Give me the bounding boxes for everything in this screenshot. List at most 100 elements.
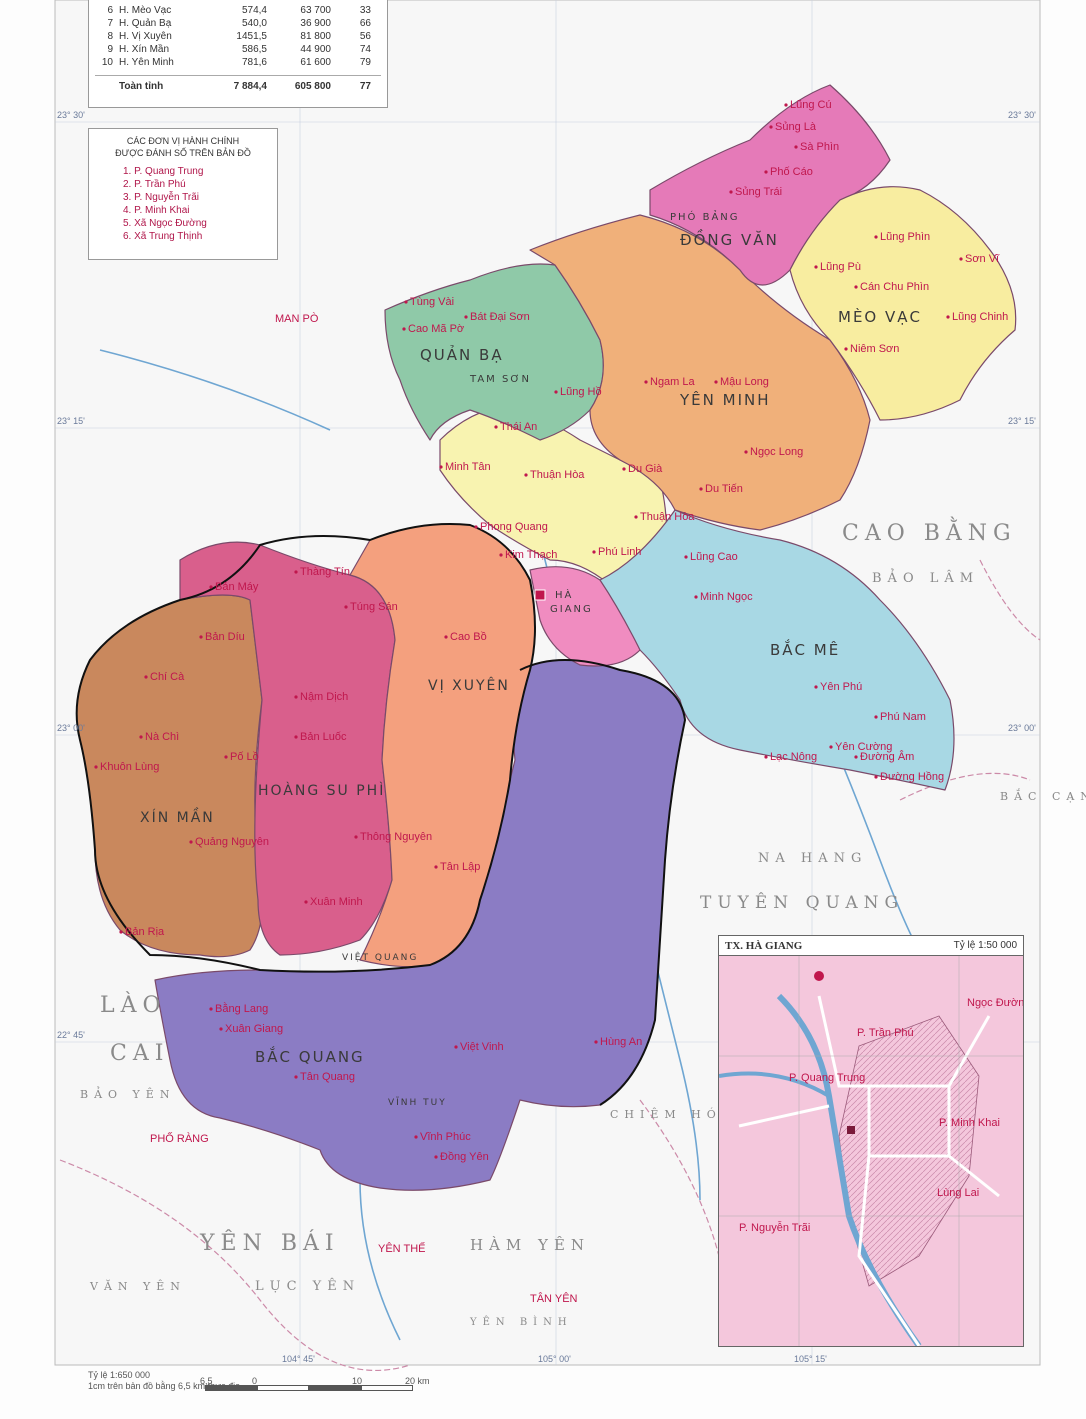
inset-label-ngoc-duong: Ngọc Đường (967, 997, 1023, 1009)
commune-marker (402, 327, 406, 331)
commune-label: Bản Díu (205, 631, 245, 643)
district-bac-me[interactable] (599, 509, 955, 791)
commune-marker (294, 695, 298, 699)
district-quan-ba[interactable] (384, 263, 604, 441)
inset-label-quang-trung: P. Quang Trung (789, 1072, 865, 1084)
commune-marker (554, 390, 558, 394)
label-bac-me: BẮC MÊ (770, 638, 840, 659)
commune-label: Tân Lập (440, 861, 480, 873)
commune-marker (622, 467, 626, 471)
district-dong-van[interactable] (649, 84, 891, 286)
label-meo-vac: MÈO VẠC (838, 307, 922, 326)
label-van-yen: VĂN YÊN (89, 1279, 186, 1293)
commune-marker (874, 235, 878, 239)
commune-label: Sủng Là (775, 121, 817, 133)
svg-text:23° 00': 23° 00' (1008, 723, 1036, 733)
inset-label-minh-khai: P. Minh Khai (939, 1117, 1000, 1129)
commune-label: Hùng An (600, 1036, 642, 1048)
legend-item: 6. Xã Trung Thịnh (123, 231, 203, 242)
label-pho-rang: PHỐ RÀNG (150, 1131, 209, 1145)
commune-marker (119, 930, 123, 934)
svg-text:105° 00': 105° 00' (538, 1354, 571, 1364)
svg-text:23° 15': 23° 15' (57, 416, 85, 426)
label-cai: CAI (110, 1041, 169, 1066)
neighbor-borders (59, 559, 1041, 1372)
commune-marker (199, 635, 203, 639)
commune-marker (769, 125, 773, 129)
commune-marker (784, 103, 788, 107)
scale-tick: 0 (252, 1376, 258, 1386)
commune-marker (474, 525, 478, 529)
commune-label: Cao Mã Pờ (408, 323, 464, 335)
label-luc-yen: LỤC YÊN (255, 1278, 360, 1294)
commune-label: Lũng Hồ (560, 386, 602, 398)
label-tan-yen: TÂN YÊN (530, 1292, 578, 1305)
commune-marker (854, 755, 858, 759)
provincial-capital-marker (534, 589, 546, 601)
label-yen-bai: YÊN BÁI (199, 1229, 340, 1256)
commune-label: Lũng Cú (790, 99, 832, 111)
commune-label: Nậm Dịch (300, 691, 348, 703)
commune-marker (434, 865, 438, 869)
label-yen-binh: YÊN BÌNH (469, 1316, 573, 1328)
commune-marker (499, 553, 503, 557)
label-bao-lam: BẢO LÂM (872, 568, 979, 586)
commune-marker (209, 585, 213, 589)
commune-label: Việt Vinh (460, 1041, 504, 1053)
commune-marker (404, 300, 408, 304)
commune-marker (684, 555, 688, 559)
commune-marker (464, 315, 468, 319)
commune-marker (699, 487, 703, 491)
commune-marker (794, 145, 798, 149)
label-bac-can: BẮC CẠN (1000, 788, 1086, 803)
label-yen-minh: YÊN MINH (679, 390, 771, 409)
commune-label: Bằng Lang (215, 1002, 268, 1015)
commune-marker (524, 473, 528, 477)
district-meo-vac[interactable] (789, 186, 1017, 421)
commune-marker (294, 1075, 298, 1079)
commune-label: Xuân Minh (310, 896, 363, 908)
label-pho-bang: PHÓ BẢNG (670, 209, 740, 223)
commune-marker (844, 347, 848, 351)
commune-label: Pố Lồ (230, 751, 259, 763)
label-hoang-su-phi: HOÀNG SU PHÌ (258, 782, 385, 799)
inset-scale: Tỷ lệ 1:50 000 (953, 940, 1017, 951)
label-bao-yen: BẢO YÊN (80, 1086, 175, 1101)
commune-marker (209, 1007, 213, 1011)
commune-marker (714, 380, 718, 384)
commune-label: Bát Đại Sơn (470, 311, 530, 323)
svg-text:22° 45': 22° 45' (57, 1030, 85, 1040)
commune-marker (744, 450, 748, 454)
commune-label: Sà Phìn (800, 141, 839, 153)
commune-label: Kim Thạch (505, 549, 557, 561)
inset-label-nguyen-trai: P. Nguyễn Trãi (739, 1221, 810, 1234)
commune-label: Thông Nguyên (360, 831, 432, 843)
district-polygons (76, 84, 1017, 1191)
scale-tick: 10 (352, 1376, 363, 1386)
commune-marker (444, 635, 448, 639)
commune-marker (94, 765, 98, 769)
commune-label: Phú Nam (880, 711, 926, 723)
commune-marker (764, 755, 768, 759)
commune-label: Sủng Trái (735, 186, 782, 198)
commune-marker (634, 515, 638, 519)
commune-label: Bản Rịa (125, 926, 165, 938)
commune-label: Cán Chu Phìn (860, 281, 929, 293)
commune-label: Mậu Long (720, 376, 769, 388)
label-man-po: MAN PÒ (275, 312, 319, 325)
commune-label: Thái An (500, 421, 537, 433)
label-xin-man: XÍN MẦN (140, 807, 215, 826)
commune-marker (189, 840, 193, 844)
commune-label: Thuận Hòa (530, 469, 585, 481)
commune-label: Phố Cáo (770, 166, 813, 178)
commune-label: Đường Âm (860, 750, 914, 763)
commune-label: Bản Luốc (300, 731, 347, 743)
district-xin-man[interactable] (76, 594, 264, 958)
commune-marker (294, 570, 298, 574)
commune-marker (594, 1040, 598, 1044)
